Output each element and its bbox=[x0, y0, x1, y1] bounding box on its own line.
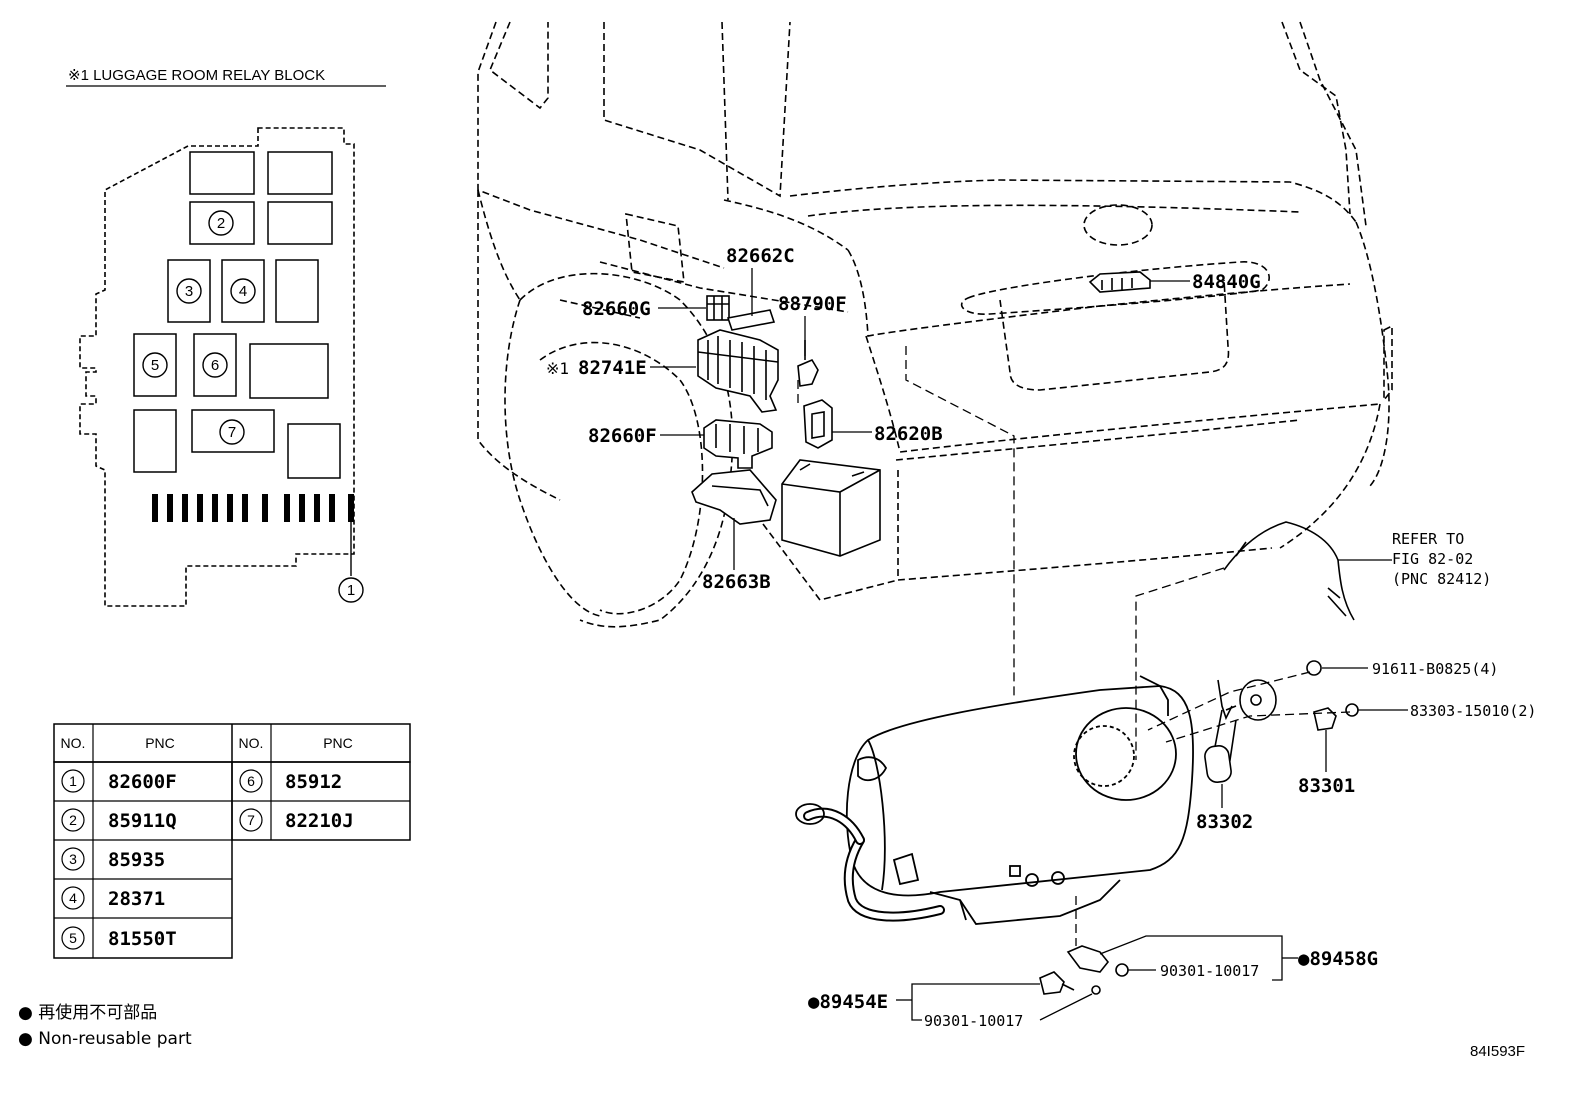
fuse-row bbox=[152, 494, 354, 522]
svg-text:5: 5 bbox=[69, 930, 77, 946]
svg-text:3: 3 bbox=[69, 851, 77, 867]
pnc-cell: 82600F bbox=[108, 771, 177, 793]
table-row: 1 bbox=[61, 769, 85, 793]
pnc-cell: 85912 bbox=[285, 771, 342, 793]
sensor-parts bbox=[1039, 521, 1359, 995]
legend-japanese: ● 再使用不可部品 bbox=[18, 1002, 157, 1023]
pnc-cell: 28371 bbox=[108, 888, 165, 910]
svg-text:5: 5 bbox=[151, 357, 159, 374]
svg-text:6: 6 bbox=[211, 357, 219, 374]
install-lines bbox=[797, 346, 1351, 946]
svg-text:4: 4 bbox=[239, 283, 247, 300]
svg-text:2: 2 bbox=[217, 215, 225, 232]
pnc-cell: 85911Q bbox=[108, 810, 177, 832]
svg-text:3: 3 bbox=[185, 283, 193, 300]
callout-refer-line3: (PNC 82412) bbox=[1392, 570, 1491, 588]
header-no-right: NO. bbox=[239, 735, 264, 751]
svg-text:1: 1 bbox=[69, 773, 77, 789]
marker-6: 6 bbox=[202, 352, 228, 378]
callout-82741E-mark: ※1 bbox=[546, 359, 569, 378]
table-row: 2 bbox=[61, 808, 85, 832]
tank-assembly bbox=[795, 675, 1195, 925]
header-pnc-left: PNC bbox=[145, 735, 175, 751]
figure-code: 84I593F bbox=[1470, 1043, 1525, 1060]
table-row: 7 bbox=[239, 808, 263, 832]
table-row: 5 bbox=[61, 926, 85, 950]
marker-3: 3 bbox=[176, 278, 202, 304]
vehicle-outline bbox=[477, 21, 1393, 628]
callout-89454E: ●89454E bbox=[808, 991, 888, 1013]
callout-refer-line2: FIG 82-02 bbox=[1392, 550, 1473, 568]
callout-84840G: 84840G bbox=[1192, 271, 1261, 293]
marker-4: 4 bbox=[230, 278, 256, 304]
callout-82741E: 82741E bbox=[578, 357, 647, 379]
legend: ● 再使用不可部品 ● Non-reusable part bbox=[18, 1002, 192, 1049]
callout-88790F: 88790F bbox=[778, 293, 847, 315]
pnc-table: NO. PNC NO. PNC 1 2 3 4 bbox=[53, 723, 411, 959]
callout-83302: 83302 bbox=[1196, 811, 1253, 833]
svg-text:7: 7 bbox=[247, 812, 255, 828]
callout-82663B: 82663B bbox=[702, 571, 771, 593]
table-row: 3 bbox=[61, 847, 85, 871]
callout-83301: 83301 bbox=[1298, 775, 1355, 797]
relay-block-title: ※1 LUGGAGE ROOM RELAY BLOCK bbox=[68, 67, 325, 84]
pnc-cell: 81550T bbox=[108, 928, 177, 950]
callout-82620B: 82620B bbox=[874, 423, 943, 445]
svg-text:7: 7 bbox=[228, 424, 236, 441]
callout-82662C: 82662C bbox=[726, 245, 795, 267]
callout-refer-line1: REFER TO bbox=[1392, 530, 1464, 548]
header-no-left: NO. bbox=[61, 735, 86, 751]
leader-lines bbox=[650, 268, 1408, 1021]
marker-5: 5 bbox=[142, 352, 168, 378]
svg-text:4: 4 bbox=[69, 890, 77, 906]
callout-90301-lower: 90301-10017 bbox=[924, 1012, 1023, 1030]
callout-82660G: 82660G bbox=[582, 298, 651, 320]
svg-text:6: 6 bbox=[247, 773, 255, 789]
relay-block-outline bbox=[79, 127, 355, 607]
callout-83303: 83303-15010(2) bbox=[1410, 702, 1536, 720]
callout-82660F: 82660F bbox=[588, 425, 657, 447]
callout-90301-upper: 90301-10017 bbox=[1160, 962, 1259, 980]
header-pnc-right: PNC bbox=[323, 735, 353, 751]
callout-89458G: ●89458G bbox=[1298, 948, 1378, 970]
table-row: 6 bbox=[239, 769, 263, 793]
pnc-cell: 85935 bbox=[108, 849, 165, 871]
luggage-room-parts bbox=[691, 271, 1151, 557]
relay-block: ※1 LUGGAGE ROOM RELAY BLOCK bbox=[66, 67, 386, 607]
legend-english: ● Non-reusable part bbox=[18, 1029, 192, 1049]
marker-1: 1 bbox=[338, 577, 364, 603]
svg-text:1: 1 bbox=[347, 582, 355, 599]
callouts: 82662C 82660G 88790F ※1 82741E 82660F 82… bbox=[546, 245, 1536, 1030]
marker-7: 7 bbox=[219, 419, 245, 445]
marker-2: 2 bbox=[208, 210, 234, 236]
table-row: 4 bbox=[61, 886, 85, 910]
svg-text:2: 2 bbox=[69, 812, 77, 828]
pnc-cell: 82210J bbox=[285, 810, 354, 832]
callout-91611: 91611-B0825(4) bbox=[1372, 660, 1498, 678]
